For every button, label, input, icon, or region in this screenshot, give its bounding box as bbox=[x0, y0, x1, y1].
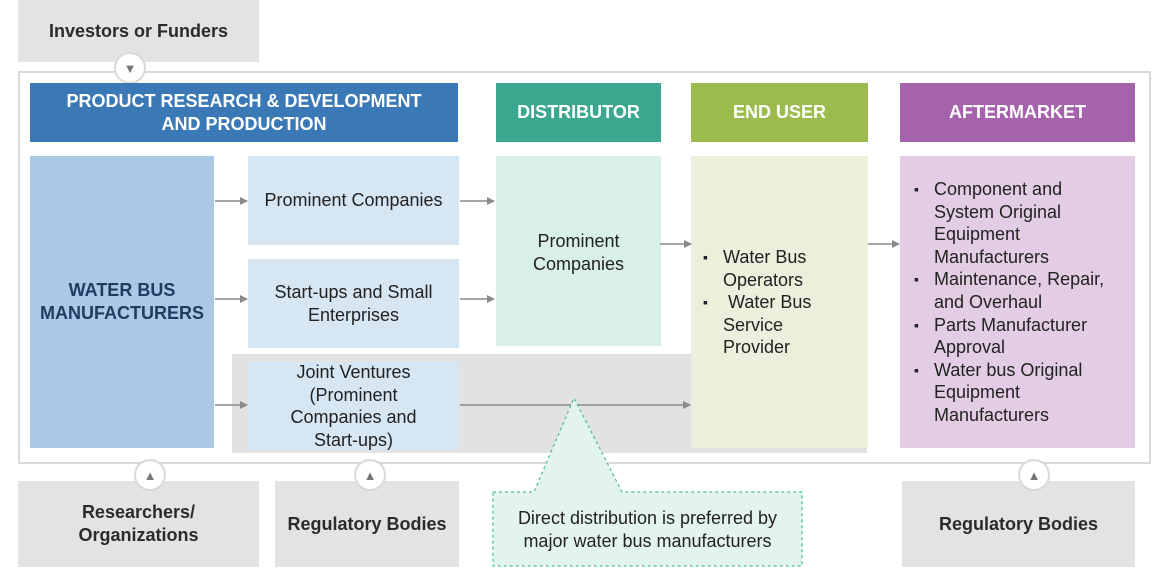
aftermarket-cell: Component and System Original Equipment … bbox=[900, 156, 1135, 448]
prominent-companies-label: Prominent Companies bbox=[264, 190, 443, 210]
end-user-list: Water Bus Operators Water Bus Service Pr… bbox=[701, 246, 811, 359]
regulatory-left-label: Regulatory Bodies bbox=[287, 513, 447, 534]
researchers-box: Researchers/ Organizations bbox=[18, 481, 259, 567]
distributor-cell-label: Prominent Companies bbox=[532, 231, 625, 274]
end-user-item: Water Bus Operators bbox=[701, 246, 811, 291]
callout-text-box: Direct distribution is preferred by majo… bbox=[493, 496, 802, 564]
manufacturers-label: WATER BUS MANUFACTURERS bbox=[40, 280, 204, 323]
aftermarket-header: AFTERMARKET bbox=[900, 83, 1135, 142]
aftermarket-item: Component and System Original Equipment … bbox=[912, 178, 1104, 268]
aftermarket-header-label: AFTERMARKET bbox=[949, 102, 1086, 122]
distributor-header-label: DISTRIBUTOR bbox=[517, 102, 640, 122]
researchers-label: Researchers/ Organizations bbox=[78, 502, 199, 545]
rnd-header-label: PRODUCT RESEARCH & DEVELOPMENT AND PRODU… bbox=[66, 90, 422, 134]
end-user-cell: Water Bus Operators Water Bus Service Pr… bbox=[691, 156, 868, 448]
callout-shape bbox=[492, 396, 803, 567]
prominent-companies-cell: Prominent Companies bbox=[248, 156, 459, 245]
aftermarket-item: Maintenance, Repair, and Overhaul bbox=[912, 268, 1104, 313]
startups-cell: Start-ups and Small Enterprises bbox=[248, 259, 459, 348]
triangle-up-icon: ▲ bbox=[354, 459, 386, 491]
joint-ventures-label: Joint Ventures (Prominent Companies and … bbox=[290, 362, 417, 450]
regulatory-right-label: Regulatory Bodies bbox=[938, 513, 1099, 534]
startups-label: Start-ups and Small Enterprises bbox=[274, 281, 433, 325]
callout-label: Direct distribution is preferred by majo… bbox=[517, 508, 778, 551]
investors-label: Investors or Funders bbox=[48, 20, 229, 41]
aftermarket-item: Parts Manufacturer Approval bbox=[912, 314, 1104, 359]
joint-ventures-cell: Joint Ventures (Prominent Companies and … bbox=[248, 362, 459, 450]
end-user-item: Water Bus Service Provider bbox=[701, 291, 811, 359]
rnd-header: PRODUCT RESEARCH & DEVELOPMENT AND PRODU… bbox=[30, 83, 458, 142]
investors-box: Investors or Funders bbox=[18, 0, 259, 62]
aftermarket-item: Water bus Original Equipment Manufacture… bbox=[912, 359, 1104, 427]
end-user-header: END USER bbox=[691, 83, 868, 142]
manufacturers-box: WATER BUS MANUFACTURERS bbox=[30, 156, 214, 448]
triangle-up-icon: ▲ bbox=[1018, 459, 1050, 491]
regulatory-left-box: Regulatory Bodies bbox=[275, 481, 459, 567]
triangle-up-icon: ▲ bbox=[134, 459, 166, 491]
distributor-header: DISTRIBUTOR bbox=[496, 83, 661, 142]
distributor-cell: Prominent Companies bbox=[496, 156, 661, 346]
regulatory-right-box: Regulatory Bodies bbox=[902, 481, 1135, 567]
aftermarket-list: Component and System Original Equipment … bbox=[912, 178, 1104, 427]
end-user-header-label: END USER bbox=[732, 102, 826, 122]
